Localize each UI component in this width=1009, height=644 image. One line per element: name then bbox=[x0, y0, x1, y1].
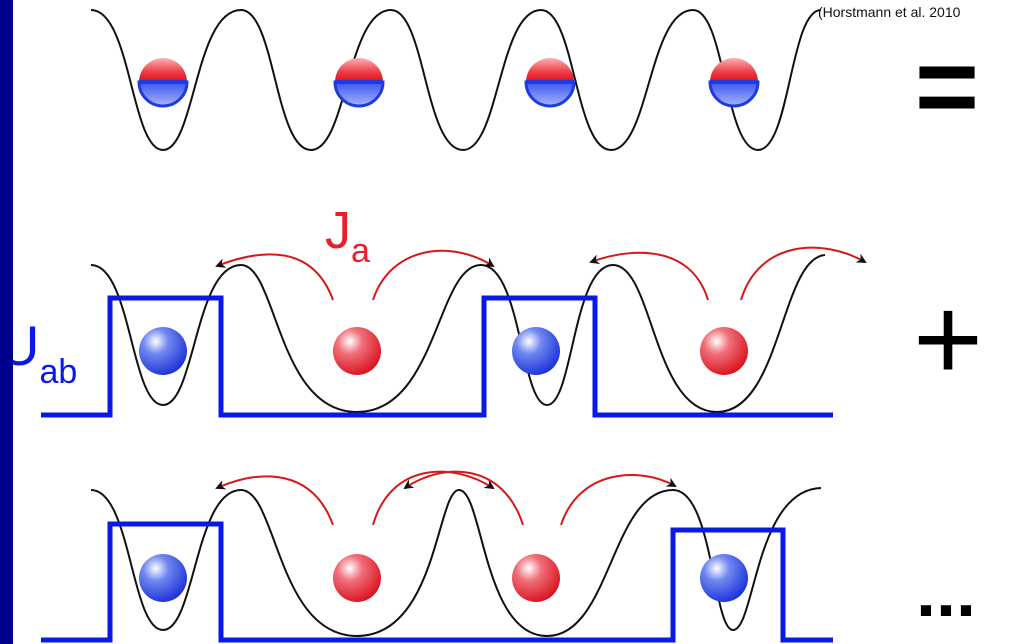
lattice-diagram: = Ja Uab + bbox=[13, 8, 983, 643]
atom-b-row3-site4 bbox=[700, 554, 748, 602]
lattice-potential-row1 bbox=[90, 8, 822, 152]
slide-frame: (Horstmann et al. 2010 bbox=[13, 0, 1009, 644]
hopping-arrow bbox=[215, 475, 334, 526]
interaction-step-row2 bbox=[41, 295, 833, 418]
atom-a-row3-site2 bbox=[333, 554, 381, 602]
citation: (Horstmann et al. 2010 bbox=[818, 4, 961, 20]
hopping-arrow bbox=[740, 246, 867, 301]
atom-b-row2-site3 bbox=[512, 327, 560, 375]
atom-a-row3-site3 bbox=[512, 554, 560, 602]
atom-b-row3-site1 bbox=[139, 554, 187, 602]
atom-pair-site-1 bbox=[137, 58, 189, 108]
interaction-label: Uab bbox=[13, 314, 77, 391]
ellipsis: ... bbox=[916, 552, 976, 632]
hopping-arrow bbox=[372, 249, 495, 301]
atom-pair-site-4 bbox=[708, 58, 760, 108]
atom-b-row2-site1 bbox=[139, 327, 187, 375]
hopping-arrow bbox=[403, 470, 524, 526]
hopping-arrow bbox=[589, 251, 709, 301]
hopping-arrow bbox=[372, 470, 495, 526]
hopping-arrow bbox=[215, 253, 334, 301]
row-configuration-1: Ja Uab + bbox=[13, 202, 983, 418]
row-superposition: = bbox=[90, 8, 979, 152]
equals-sign: = bbox=[915, 25, 979, 148]
row-configuration-2: ... bbox=[41, 470, 976, 643]
hopping-label: Ja bbox=[325, 202, 370, 270]
plus-sign: + bbox=[913, 272, 983, 406]
atom-a-row2-site4 bbox=[700, 327, 748, 375]
atom-a-row2-site2 bbox=[333, 327, 381, 375]
lattice-potential-row2 bbox=[90, 254, 826, 414]
hopping-arrow bbox=[560, 474, 677, 526]
atom-pair-site-2 bbox=[333, 58, 385, 108]
interaction-step-row3 bbox=[41, 521, 833, 643]
atom-pair-site-3 bbox=[524, 58, 576, 108]
